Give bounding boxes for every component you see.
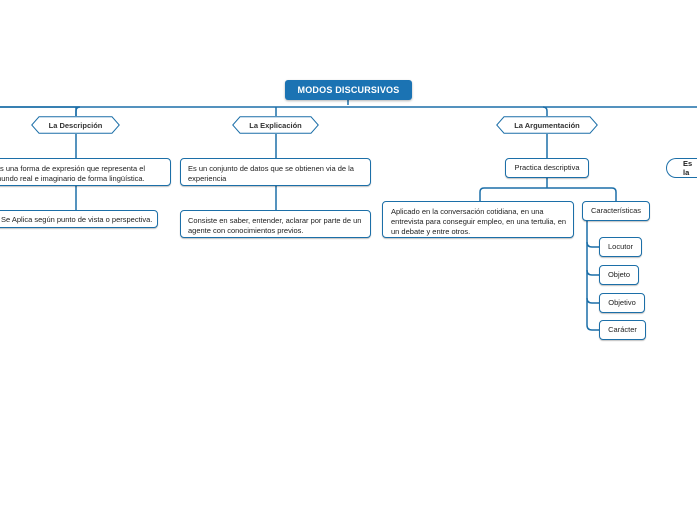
branch-es-la-label: Es la: [683, 159, 693, 177]
hexagon-shape: [31, 116, 120, 134]
connector-char-3: [586, 297, 599, 304]
descripcion-detail[interactable]: Se Aplica según punto de vista o perspec…: [0, 210, 158, 228]
connector-char-1: [586, 241, 599, 248]
characteristic-locutor-text: Locutor: [607, 242, 634, 252]
argumentacion-characteristics[interactable]: Características: [582, 201, 650, 221]
characteristic-caracter-text: Carácter: [608, 325, 637, 335]
argumentacion-applied[interactable]: Aplicado en la conversación cotidiana, e…: [382, 201, 574, 238]
branch-descripcion[interactable]: La Descripción: [31, 116, 120, 134]
connector-argumentacion: [542, 106, 548, 116]
descripcion-detail-text: Se Aplica según punto de vista o perspec…: [1, 215, 153, 224]
connector-char-2: [586, 269, 599, 276]
descripcion-definition-text: Es una forma de expresión que representa…: [0, 164, 146, 183]
descripcion-definition[interactable]: Es una forma de expresión que representa…: [0, 158, 171, 186]
root-title: MODOS DISCURSIVOS: [297, 85, 400, 95]
branch-explicacion[interactable]: La Explicación: [232, 116, 319, 134]
connector-bar-left: [0, 106, 81, 116]
argumentacion-practice[interactable]: Practica descriptiva: [505, 158, 589, 178]
characteristic-objetivo[interactable]: Objetivo: [599, 293, 645, 313]
characteristic-objetivo-text: Objetivo: [608, 298, 636, 308]
explicacion-detail[interactable]: Consiste en saber, entender, aclarar por…: [180, 210, 371, 238]
explicacion-definition-text: Es un conjunto de datos que se obtienen …: [188, 164, 354, 183]
hexagon-shape: [496, 116, 598, 134]
branch-argumentacion-label: La Argumentación: [514, 120, 580, 130]
argumentacion-practice-text: Practica descriptiva: [514, 163, 580, 173]
characteristic-caracter[interactable]: Carácter: [599, 320, 646, 340]
branch-descripcion-label: La Descripción: [48, 120, 103, 130]
characteristics-title-text: Características: [590, 206, 641, 216]
root-node[interactable]: MODOS DISCURSIVOS: [285, 80, 412, 100]
branch-argumentacion[interactable]: La Argumentación: [496, 116, 598, 134]
explicacion-detail-text: Consiste en saber, entender, aclarar por…: [188, 216, 362, 235]
characteristic-objeto[interactable]: Objeto: [599, 265, 639, 285]
connector-arg-children: [479, 187, 617, 201]
characteristic-locutor[interactable]: Locutor: [599, 237, 642, 257]
explicacion-definition[interactable]: Es un conjunto de datos que se obtienen …: [180, 158, 371, 186]
argumentacion-applied-text: Aplicado en la conversación cotidiana, e…: [391, 207, 567, 236]
connector-char-trunk: [586, 221, 599, 331]
branch-explicacion-label: La Explicación: [249, 120, 302, 130]
characteristic-objeto-text: Objeto: [607, 270, 631, 280]
hexagon-shape: [232, 116, 319, 134]
branch-es-la[interactable]: Es la: [666, 158, 697, 178]
